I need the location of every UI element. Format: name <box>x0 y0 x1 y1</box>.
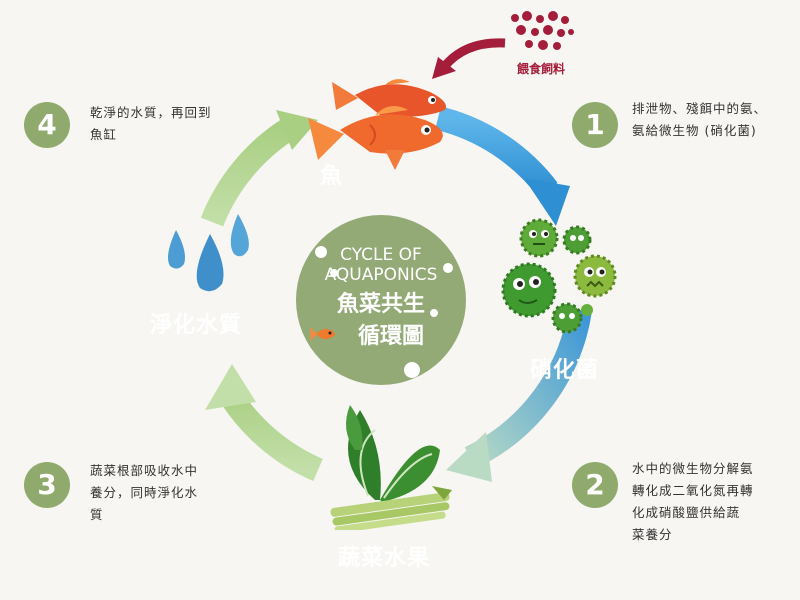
center-title-zh-line2: 循環圖 <box>357 324 424 349</box>
step-4-text: 乾淨的水質，再回到 魚缸 <box>90 102 250 146</box>
step-3-number: 3 <box>24 462 70 508</box>
water-drops-icon <box>168 214 249 292</box>
step-1-text: 排泄物、殘餌中的氨、 氨給微生物 (硝化菌) <box>632 98 792 142</box>
arrowhead-fish <box>276 110 318 150</box>
stage-label-bacteria: 硝化菌 <box>530 358 600 383</box>
vegetables-icon <box>330 405 452 530</box>
step-4-line-2: 魚缸 <box>90 127 118 142</box>
fish-icon <box>308 79 446 170</box>
step-2-line-1: 水中的微生物分解氨 <box>632 461 754 476</box>
small-fish-icon <box>310 327 335 341</box>
step-1-line-1: 排泄物、殘餌中的氨、 <box>632 101 768 116</box>
step-4-number: 4 <box>24 102 70 148</box>
center-disc: CYCLE OF AQUAPONICS 魚菜共生 循環圖 <box>296 215 466 385</box>
step-3-line-3: 質 <box>90 507 104 522</box>
step-3-line-2: 養分，同時淨化水 <box>90 485 199 500</box>
stage-label-fish: 魚 <box>320 164 344 189</box>
step-1-number: 1 <box>572 102 618 148</box>
arrow-water-to-fish <box>200 117 297 227</box>
step-2-line-2: 轉化成二氧化氮再轉 <box>632 483 754 498</box>
bubbles-icon <box>315 246 453 378</box>
stage-label-vegetables: 蔬菜水果 <box>338 546 431 571</box>
center-title-en-line1: CYCLE OF <box>340 245 422 265</box>
step-2-text: 水中的微生物分解氨 轉化成二氧化氮再轉 化成硝酸鹽供給蔬 菜養分 <box>632 458 792 546</box>
arrowhead-water <box>205 364 256 410</box>
center-title-zh-line1: 魚菜共生 <box>336 292 425 317</box>
arrow-bacteria-to-vegetables <box>464 308 592 469</box>
step-2-number: 2 <box>572 462 618 508</box>
stage-label-water: 淨化水質 <box>150 313 243 338</box>
arrowhead-bacteria <box>524 178 570 226</box>
step-3-line-1: 蔬菜根部吸收水中 <box>90 463 199 478</box>
step-3-text: 蔬菜根部吸收水中 養分，同時淨化水 質 <box>90 460 240 526</box>
step-2-line-3: 化成硝酸鹽供給蔬 <box>632 505 741 520</box>
feed-arrow-icon <box>432 38 506 79</box>
step-4-line-1: 乾淨的水質，再回到 <box>90 105 212 120</box>
center-title-en-line2: AQUAPONICS <box>324 265 438 285</box>
feed-pellets-icon <box>511 11 574 50</box>
arrow-fish-to-bacteria <box>434 106 558 198</box>
step-1-line-2: 氨給微生物 (硝化菌) <box>632 123 757 138</box>
step-2-line-4: 菜養分 <box>632 527 673 542</box>
arrowhead-vegetables <box>446 432 492 482</box>
bacteria-icon <box>501 218 617 334</box>
feed-label: 餵食飼料 <box>517 62 566 76</box>
